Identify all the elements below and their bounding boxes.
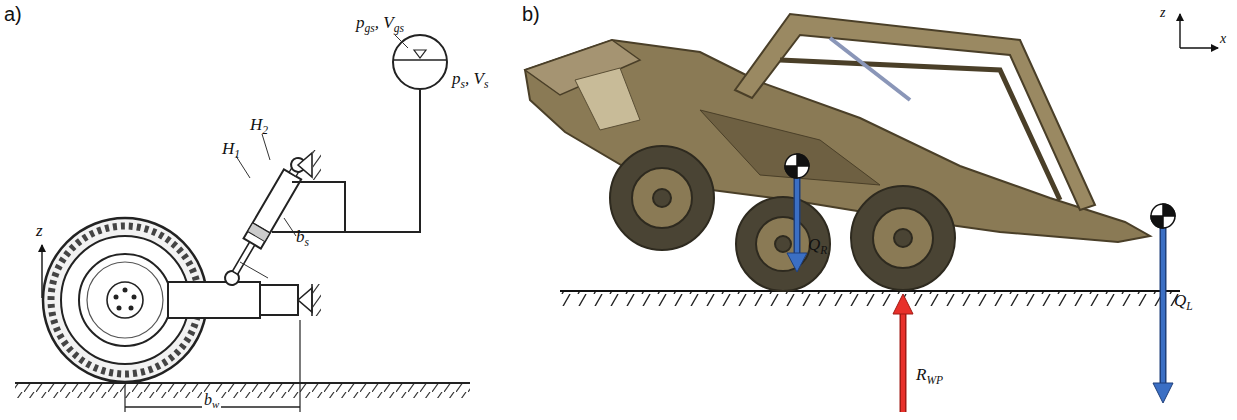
force-label: RWP: [916, 366, 943, 383]
pressure-volume-label: pgs, Vgs: [356, 14, 404, 31]
panel-label: b): [522, 4, 540, 24]
panel-label: a): [4, 4, 22, 24]
dimension-label: bs: [296, 228, 309, 245]
pressure-volume-label: ps, Vs: [452, 70, 488, 87]
dimension-label: H2: [250, 116, 268, 133]
force-label: QR: [808, 236, 827, 253]
axis-label: z: [1160, 6, 1165, 20]
dimension-label: bw: [202, 392, 221, 408]
axis-label: z: [36, 222, 43, 239]
dimension-label: H1: [222, 140, 240, 157]
force-label: QL: [1174, 292, 1193, 309]
axis-label: x: [1220, 32, 1226, 46]
